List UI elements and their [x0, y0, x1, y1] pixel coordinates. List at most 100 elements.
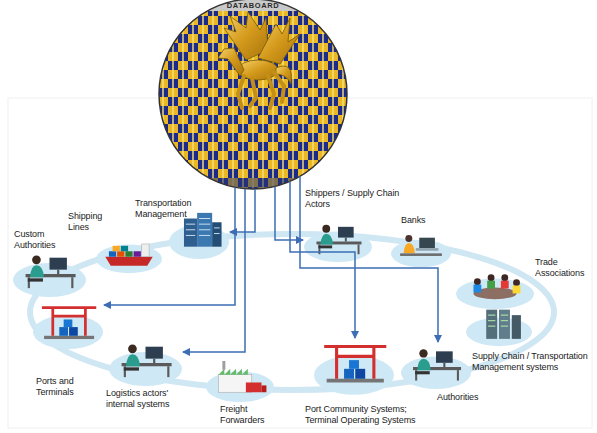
person-head [32, 256, 41, 265]
node-disc [313, 338, 395, 396]
desk-leg [71, 277, 73, 288]
desk-leg [358, 244, 360, 254]
person-body [473, 285, 481, 293]
monitor-stand [153, 359, 155, 363]
board-bands [158, 0, 348, 190]
pegasus-leg [250, 78, 256, 106]
monitor [436, 351, 453, 362]
tower [212, 222, 221, 246]
container [344, 369, 354, 379]
data-flow-arrow [275, 186, 303, 240]
node-disc [390, 228, 452, 268]
actor-node: Authorities [400, 342, 472, 390]
container [134, 251, 141, 256]
node-icon [122, 345, 172, 378]
node-disc [455, 265, 535, 310]
container [69, 327, 78, 336]
node-label: Shippers / Supply Chain Actors [305, 188, 407, 209]
monitor [338, 227, 354, 238]
chimney [222, 361, 225, 370]
node-icon [413, 349, 461, 380]
actor-node: Transportation Management [168, 210, 230, 260]
node-platform [456, 279, 534, 310]
node-label: Shipping Lines [68, 211, 112, 232]
pegasus-wing [258, 18, 300, 64]
server-rack [486, 310, 497, 339]
ship-hull [105, 257, 152, 266]
pegasus-leg [238, 76, 244, 108]
person-body [404, 243, 415, 253]
node-icon [400, 235, 442, 256]
person-head [513, 279, 520, 286]
node-label: Authorities [437, 392, 497, 403]
node-icon [105, 244, 152, 266]
node-label: Ports and Terminals [36, 376, 92, 397]
person-body [487, 281, 495, 289]
actor-node: Supply Chain / Transportation Management… [465, 305, 533, 347]
container [355, 369, 365, 379]
quay [327, 379, 384, 383]
actor-node: Freight Forwarders [205, 358, 275, 403]
person-head [419, 349, 427, 357]
monitor-stand [443, 363, 445, 367]
node-label: Port Community Systems; Terminal Operati… [305, 404, 437, 425]
monitor [146, 347, 163, 359]
checker-board [159, 0, 347, 189]
gantry-crane [324, 346, 386, 378]
node-platform [206, 372, 274, 403]
person-body [320, 234, 333, 245]
gantry-crane [42, 308, 96, 336]
data-flow-arrow [104, 187, 235, 305]
node-icon [26, 256, 76, 289]
board-title: DATABOARD [158, 1, 348, 10]
node-icon [218, 361, 266, 392]
actor-node: Shipping Lines [95, 232, 163, 274]
node-label: Trade Associations [535, 257, 596, 278]
node-platform [33, 315, 103, 349]
monitor-stand [345, 238, 347, 242]
laptop-screen [419, 238, 435, 248]
node-label: Freight Forwarders [220, 404, 276, 425]
truck-box [246, 382, 262, 392]
container [64, 319, 73, 327]
node-icon [42, 308, 96, 340]
node-label: Custom Authorities [14, 229, 66, 250]
node-icon [316, 225, 361, 254]
person-head [488, 274, 495, 281]
desk-leg [457, 370, 459, 380]
databoard-disc [158, 0, 348, 190]
actor-node: Shippers / Supply Chain Actors [303, 218, 373, 263]
person-head [405, 235, 412, 242]
node-icon [473, 274, 520, 299]
pegasus-leg [274, 72, 284, 102]
person-head [322, 225, 330, 233]
tower [184, 219, 197, 247]
monitor [50, 258, 67, 270]
desk-leg [167, 366, 169, 377]
node-disc [12, 248, 87, 298]
node-disc [108, 337, 183, 387]
node-platform [314, 355, 394, 394]
node-disc [400, 342, 472, 390]
node-platform [96, 245, 162, 274]
node-disc [465, 305, 533, 347]
container [349, 360, 359, 369]
container [125, 251, 132, 256]
person-body [417, 359, 431, 370]
data-flow-arrow [230, 189, 255, 232]
chair [318, 245, 332, 248]
server-rack [499, 310, 510, 339]
person-body [513, 286, 521, 294]
chair [28, 278, 43, 281]
title-band [158, 0, 348, 11]
databoard-circle: DATABOARD [158, 0, 348, 190]
ship-bridge [142, 244, 149, 257]
node-label: Transportation Management [135, 198, 215, 219]
actor-node: Banks [390, 228, 452, 268]
node-label: Banks [401, 215, 441, 226]
person-head [501, 274, 508, 281]
quay [44, 336, 94, 339]
person-body [126, 354, 140, 366]
